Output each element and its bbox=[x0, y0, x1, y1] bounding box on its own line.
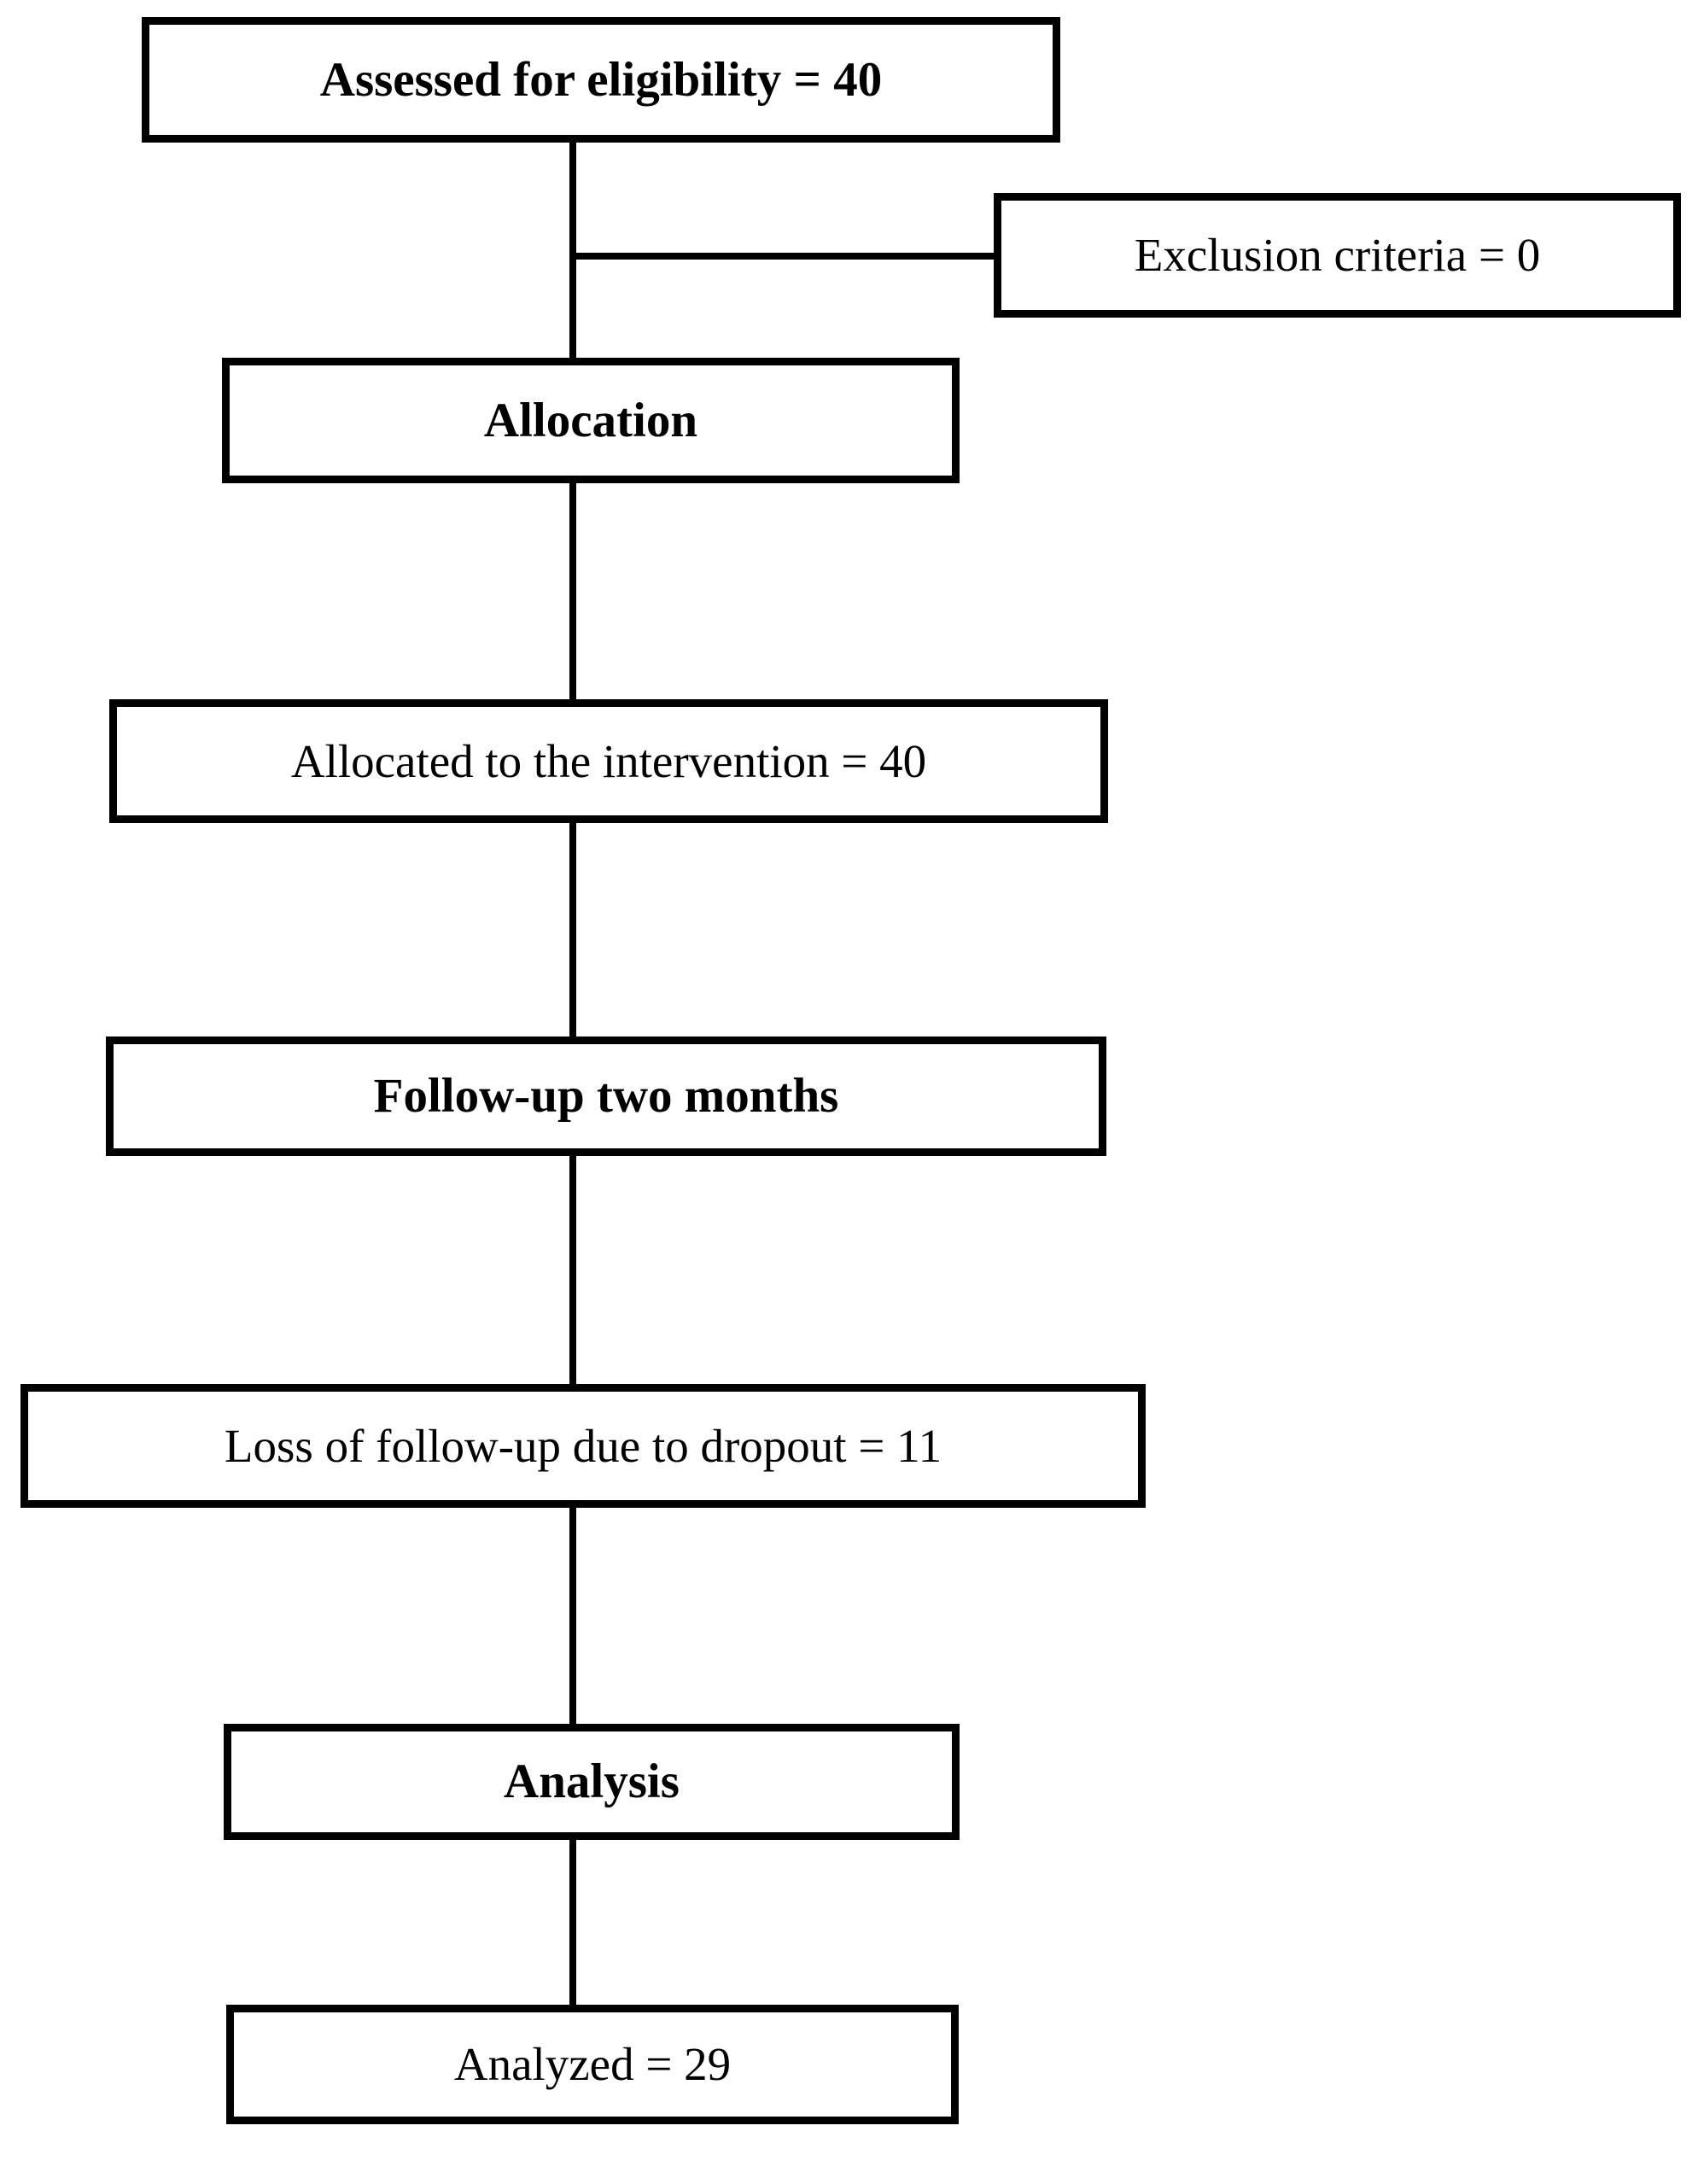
node-allocated-to-intervention[interactable]: Allocated to the intervention = 40 bbox=[109, 699, 1108, 823]
connector-assessed-to-allocation bbox=[569, 137, 576, 364]
node-analysis-header[interactable]: Analysis bbox=[224, 1724, 960, 1840]
connector-dropout-to-analysis bbox=[569, 1501, 576, 1730]
node-exclusion-label: Exclusion criteria = 0 bbox=[1134, 229, 1541, 282]
connector-followup-to-dropout bbox=[569, 1148, 576, 1391]
node-exclusion-criteria[interactable]: Exclusion criteria = 0 bbox=[994, 193, 1681, 318]
connector-allocated-to-followup bbox=[569, 815, 576, 1043]
node-analyzed[interactable]: Analyzed = 29 bbox=[226, 2005, 959, 2124]
node-dropout-label: Loss of follow-up due to dropout = 11 bbox=[224, 1419, 942, 1472]
node-assessed-label: Assessed for eligibility = 40 bbox=[319, 52, 883, 107]
node-allocation-label: Allocation bbox=[483, 393, 698, 447]
node-assessed-for-eligibility[interactable]: Assessed for eligibility = 40 bbox=[142, 17, 1060, 143]
connector-analysis-to-analyzed bbox=[569, 1832, 576, 2010]
node-allocation-header[interactable]: Allocation bbox=[222, 358, 960, 483]
connector-allocation-to-allocated bbox=[569, 476, 576, 705]
node-loss-of-followup[interactable]: Loss of follow-up due to dropout = 11 bbox=[20, 1384, 1146, 1508]
node-followup-header[interactable]: Follow-up two months bbox=[106, 1037, 1106, 1156]
node-analysis-label: Analysis bbox=[504, 1755, 680, 1809]
connector-assessed-to-exclusion bbox=[569, 253, 1000, 260]
node-allocated-label: Allocated to the intervention = 40 bbox=[290, 734, 927, 787]
node-followup-label: Follow-up two months bbox=[373, 1069, 839, 1124]
node-analyzed-label: Analyzed = 29 bbox=[453, 2038, 732, 2091]
